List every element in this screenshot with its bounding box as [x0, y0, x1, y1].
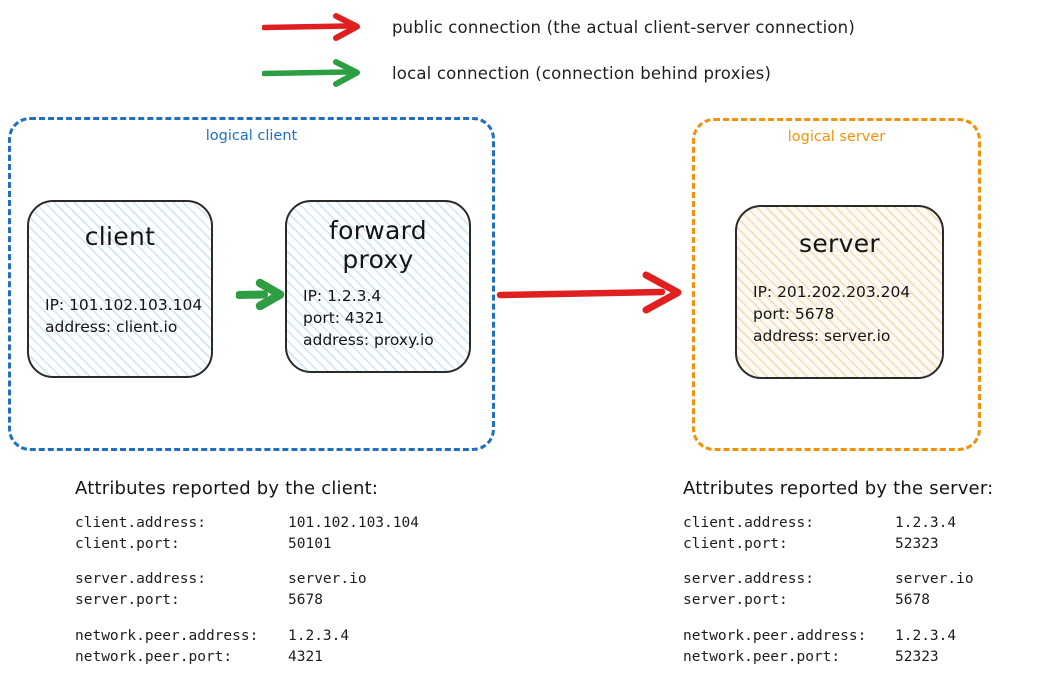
attr-value: server.io	[895, 571, 974, 588]
attributes-client-group-client: client.address: 101.102.103.104 client.p…	[75, 513, 419, 554]
node-forward-proxy-attr-address: address: proxy.io	[303, 331, 434, 349]
green-right-arrow-icon	[262, 59, 360, 87]
attr-row: network.peer.address: 1.2.3.4	[683, 626, 993, 647]
attributes-client-heading: Attributes reported by the client:	[75, 478, 379, 499]
green-right-arrow-icon-client-to-proxy	[236, 278, 285, 311]
attr-row: server.address: server.io	[75, 569, 419, 590]
node-server-attributes: IP: 201.202.203.204 port: 5678 address: …	[753, 281, 926, 347]
attr-value: 1.2.3.4	[895, 627, 957, 644]
node-client: client IP: 101.102.103.104 address: clie…	[27, 200, 213, 378]
attr-row: client.address: 101.102.103.104	[75, 513, 419, 534]
node-client-attr-address: address: client.io	[45, 318, 178, 336]
attr-row: server.address: server.io	[683, 569, 993, 590]
node-client-title: client	[84, 222, 156, 251]
attr-key: server.address:	[683, 571, 814, 588]
legend-label-public-connection: public connection (the actual client-ser…	[392, 17, 855, 37]
attr-key: network.peer.address:	[75, 627, 259, 644]
legend-label-local-connection: local connection (connection behind prox…	[392, 63, 772, 83]
red-right-arrow-icon	[262, 13, 360, 41]
logical-client-group: logical client	[8, 117, 495, 451]
attr-key: client.port:	[683, 535, 788, 552]
attr-row: client.port: 52323	[683, 534, 993, 555]
attr-key: server.port:	[75, 592, 180, 609]
attr-value: 1.2.3.4	[895, 515, 957, 531]
node-client-attributes: IP: 101.102.103.104 address: client.io	[45, 294, 203, 338]
node-server-attr-address: address: server.io	[753, 327, 891, 345]
attributes-server-group-server: server.address: server.io server.port: 5…	[683, 569, 993, 610]
red-right-arrow-icon-proxy-to-server	[496, 271, 682, 314]
legend-item-local-connection: local connection (connection behind prox…	[262, 58, 771, 88]
attr-key: network.peer.address:	[683, 627, 867, 644]
attr-row: client.port: 50101	[75, 534, 419, 555]
attr-key: network.peer.port:	[683, 648, 841, 665]
attributes-reported-by-server-panel: Attributes reported by the server: clien…	[683, 478, 993, 667]
attributes-server-group-network-peer: network.peer.address: 1.2.3.4 network.pe…	[683, 626, 993, 667]
attr-row: client.address: 1.2.3.4	[683, 513, 993, 534]
attr-key: server.port:	[683, 592, 788, 609]
attr-value: 50101	[288, 535, 332, 552]
attr-row: network.peer.port: 52323	[683, 647, 993, 668]
node-forward-proxy-title-line2: proxy	[342, 245, 414, 274]
node-forward-proxy-title: forward proxy	[303, 216, 453, 274]
node-server-attr-port: port: 5678	[753, 305, 835, 323]
attr-value: 101.102.103.104	[288, 515, 419, 531]
attr-key: network.peer.port:	[75, 648, 233, 665]
attr-value: 1.2.3.4	[288, 627, 350, 644]
attr-value: server.io	[288, 571, 367, 588]
attr-key: client.address:	[75, 515, 206, 531]
attr-row: network.peer.address: 1.2.3.4	[75, 626, 419, 647]
attr-value: 4321	[288, 648, 323, 665]
attr-row: server.port: 5678	[683, 590, 993, 611]
attr-value: 5678	[895, 592, 930, 609]
attr-value: 52323	[895, 535, 939, 552]
node-server-attr-ip: IP: 201.202.203.204	[753, 283, 911, 301]
node-forward-proxy-attr-ip: IP: 1.2.3.4	[303, 287, 382, 305]
attr-value: 5678	[288, 592, 323, 609]
attr-key: client.port:	[75, 535, 180, 552]
node-forward-proxy-title-line1: forward	[329, 216, 427, 245]
logical-server-label: logical server	[781, 129, 892, 145]
attributes-server-heading: Attributes reported by the server:	[683, 478, 994, 499]
attr-key: client.address:	[683, 515, 814, 531]
node-forward-proxy-attr-port: port: 4321	[303, 309, 385, 327]
node-client-attr-ip: IP: 101.102.103.104	[45, 296, 203, 314]
attributes-client-group-server: server.address: server.io server.port: 5…	[75, 569, 419, 610]
attr-value: 52323	[895, 648, 939, 665]
attributes-server-group-client: client.address: 1.2.3.4 client.port: 523…	[683, 513, 993, 554]
node-server-title: server	[799, 229, 880, 258]
attributes-reported-by-client-panel: Attributes reported by the client: clien…	[75, 478, 419, 667]
attr-row: network.peer.port: 4321	[75, 647, 419, 668]
node-forward-proxy: forward proxy IP: 1.2.3.4 port: 4321 add…	[285, 200, 471, 373]
attr-row: server.port: 5678	[75, 590, 419, 611]
node-forward-proxy-attributes: IP: 1.2.3.4 port: 4321 address: proxy.io	[303, 285, 453, 351]
node-server: server IP: 201.202.203.204 port: 5678 ad…	[735, 205, 944, 379]
logical-server-group: logical server	[692, 118, 981, 451]
attributes-client-group-network-peer: network.peer.address: 1.2.3.4 network.pe…	[75, 626, 419, 667]
legend-item-public-connection: public connection (the actual client-ser…	[262, 12, 855, 42]
attr-key: server.address:	[75, 571, 206, 588]
logical-client-label: logical client	[199, 128, 304, 144]
